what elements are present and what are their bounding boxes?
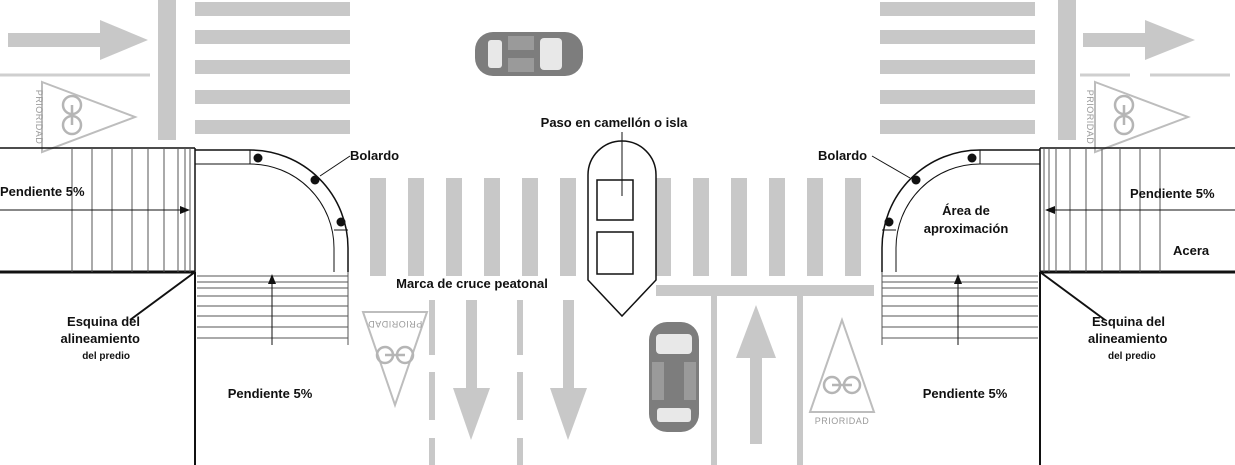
label-paso-camellon: Paso en camellón o isla xyxy=(541,115,688,130)
arrow-up-icon xyxy=(736,305,776,444)
label-pendiente-right-bottom: Pendiente 5% xyxy=(923,386,1008,401)
bicycle-icon xyxy=(822,375,862,395)
ramp-right-bottom-arrow xyxy=(954,274,962,345)
ramp-left-bottom-arrow xyxy=(268,274,276,345)
priority-text-top-left: PRIORIDAD xyxy=(34,90,44,145)
bollards-left xyxy=(253,153,346,227)
label-bolardo-right: Bolardo xyxy=(818,148,867,163)
bicycle-icon xyxy=(61,94,83,136)
ramp-left-arrow xyxy=(0,206,190,214)
arrow-right-icon xyxy=(1083,20,1195,60)
property-corner-line-right xyxy=(1039,271,1106,321)
priority-text-top-right: PRIORIDAD xyxy=(1085,90,1095,145)
arrow-right-icon xyxy=(8,20,148,60)
priority-sign-bottom-left: PRIORIDAD xyxy=(361,311,429,409)
stop-line xyxy=(656,285,874,296)
priority-text-bottom-left: PRIORIDAD xyxy=(368,319,423,329)
priority-sign-top-left: PRIORIDAD xyxy=(34,80,138,154)
bollard-icon xyxy=(310,175,320,185)
car-top-icon xyxy=(475,32,583,76)
arrow-down-icon xyxy=(550,300,587,440)
label-pendiente-right-top: Pendiente 5% xyxy=(1130,186,1215,201)
label-area-line2: aproximación xyxy=(924,221,1009,236)
ramp-right-bottom xyxy=(881,272,1038,345)
crosswalk-top-left xyxy=(195,2,350,134)
leader-bolardo-right xyxy=(871,155,911,179)
label-esquina-right-2: alineamiento xyxy=(1088,331,1168,346)
top-right-lane-area xyxy=(1080,20,1230,77)
label-pendiente-left-bottom: Pendiente 5% xyxy=(228,386,313,401)
bollard-icon xyxy=(336,217,346,227)
arrow-down-icon xyxy=(453,300,490,440)
bollard-icon xyxy=(911,175,921,185)
car-bottom-icon xyxy=(649,322,699,432)
label-esquina-left-2: alineamiento xyxy=(61,331,141,346)
bollards-right xyxy=(884,153,977,227)
priority-sign-bottom-right: PRIORIDAD xyxy=(808,316,876,426)
bollard-icon xyxy=(253,153,263,163)
label-area-line1: Área de xyxy=(942,203,990,218)
property-corner-line-left xyxy=(129,271,196,321)
corner-left xyxy=(194,148,349,272)
priority-sign-top-right: PRIORIDAD xyxy=(1085,80,1191,154)
label-esquina-left-1: Esquina del xyxy=(67,314,140,329)
sidewalk-lines xyxy=(0,147,1235,465)
label-marca-cruce: Marca de cruce peatonal xyxy=(396,276,548,291)
corner-right xyxy=(881,148,1041,272)
bicycle-icon xyxy=(1113,94,1135,136)
bollard-icon xyxy=(884,217,894,227)
crosswalk-top-right xyxy=(880,2,1035,134)
label-esquina-right-1: Esquina del xyxy=(1092,314,1165,329)
leader-bolardo-left xyxy=(319,155,351,177)
crosswalk-main xyxy=(370,178,861,276)
label-esquina-right-3: del predio xyxy=(1108,351,1156,362)
lane-markings-bottom xyxy=(429,296,803,465)
label-acera: Acera xyxy=(1173,243,1210,258)
label-esquina-left-3: del predio xyxy=(82,351,130,362)
ramp-right-arrow xyxy=(1045,206,1235,214)
median-island xyxy=(587,132,657,318)
label-pendiente-left-top: Pendiente 5% xyxy=(0,184,85,199)
top-left-lane-area xyxy=(0,0,176,140)
bollard-icon xyxy=(967,153,977,163)
label-bolardo-left: Bolardo xyxy=(350,148,399,163)
priority-text-bottom-right: PRIORIDAD xyxy=(815,416,870,426)
bicycle-icon xyxy=(375,345,415,365)
